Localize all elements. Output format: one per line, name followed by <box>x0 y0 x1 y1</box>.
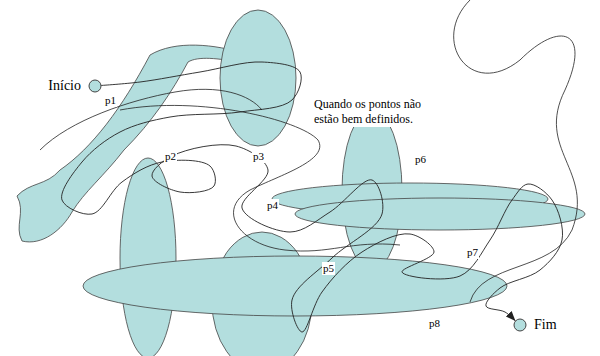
point-label: p5 <box>322 262 335 275</box>
point-label: p8 <box>428 317 441 330</box>
point-label: p6 <box>414 153 427 166</box>
region-ellipse <box>220 10 296 146</box>
note-text: Quando os pontos não estão bem definidos… <box>313 97 445 127</box>
trajectory-line <box>120 105 400 251</box>
terminal-point: Fim <box>513 317 558 333</box>
trajectory-line <box>454 0 578 302</box>
point-label: p7 <box>466 246 479 259</box>
point-label: p3 <box>252 150 265 163</box>
region-ellipse <box>295 198 585 230</box>
terminal-label: Fim <box>533 317 558 333</box>
point-label: p4 <box>266 199 279 212</box>
terminal-point: Início <box>47 78 102 94</box>
trajectory-line <box>40 89 262 150</box>
terminal-label: Início <box>47 78 82 94</box>
region-ellipse <box>83 256 507 316</box>
point-label: p2 <box>164 150 177 163</box>
point-label: p1 <box>104 94 117 107</box>
terminal-circle <box>88 79 102 93</box>
trajectory-arrow <box>62 62 563 332</box>
terminal-circle <box>513 318 527 332</box>
